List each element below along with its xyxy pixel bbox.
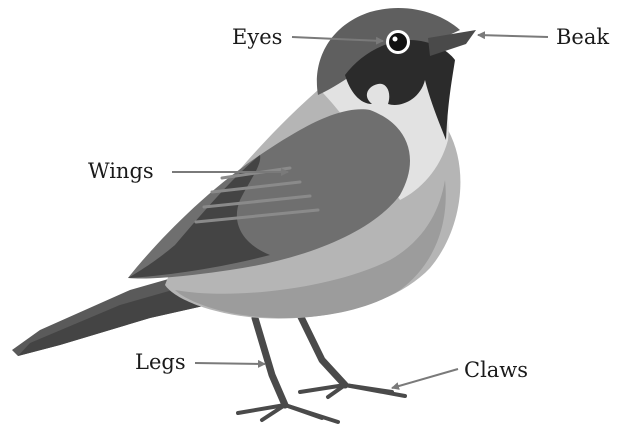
label-legs: Legs [135,350,186,374]
label-eyes: Eyes [232,25,282,49]
label-claws: Claws [464,358,528,382]
beak-pointer-line [478,35,548,37]
legs-pointer-line [195,363,265,364]
claws-pointer-line [392,369,458,388]
label-beak: Beak [556,25,609,49]
label-wings: Wings [88,159,154,183]
bird-claws [238,385,405,422]
